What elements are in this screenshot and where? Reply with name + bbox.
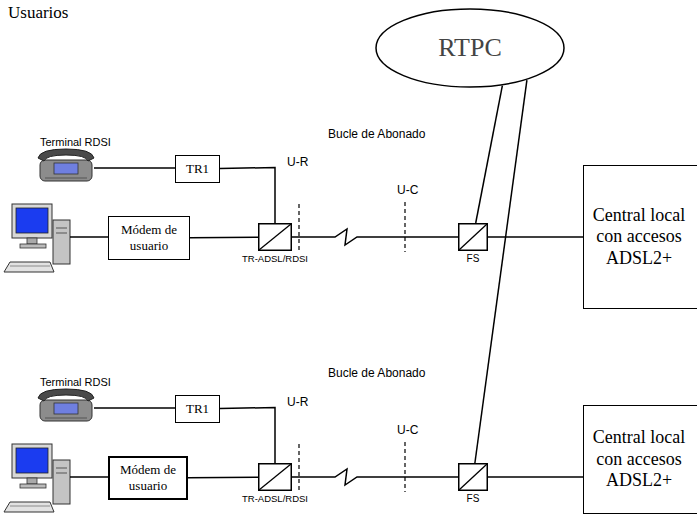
connector	[476, 86, 503, 223]
terminal-label: Terminal RDSI	[40, 376, 111, 388]
connector	[220, 168, 275, 224]
connector	[292, 469, 458, 485]
interface-label: U-R	[287, 395, 308, 409]
process-box: TR1	[175, 155, 220, 183]
phone-icon	[38, 389, 94, 421]
splitter-label: TR-ADSL/RDSI	[242, 493, 308, 504]
splitter-label: TR-ADSL/RDSI	[242, 253, 308, 264]
box-text: RTPC	[438, 32, 501, 63]
splitter-symbol	[258, 463, 292, 491]
process-box: Módem de usuario	[108, 456, 188, 500]
heading: Usuarios	[8, 3, 68, 23]
interface-label: U-R	[287, 155, 308, 169]
box-text: Central local con accesos ADSL2+	[590, 205, 688, 270]
connector	[488, 476, 583, 478]
splitter-symbol	[458, 463, 488, 491]
splitter-symbol	[458, 223, 488, 251]
process-box: Módem de usuario	[108, 216, 190, 260]
box-text: TR1	[186, 161, 209, 177]
splitter-label: FS	[467, 493, 480, 505]
box-text: Módem de usuario	[114, 222, 184, 253]
terminal-label: Terminal RDSI	[40, 136, 111, 148]
splitter-label: FS	[467, 253, 480, 265]
exchange-box: Central local con accesos ADSL2+	[583, 165, 697, 309]
connector	[220, 408, 275, 464]
box-text: Central local con accesos ADSL2+	[590, 427, 688, 492]
connector	[188, 476, 258, 478]
network-ellipse: RTPC	[375, 8, 565, 88]
computer-icon	[4, 204, 70, 272]
connector	[488, 236, 583, 238]
exchange-box: Central local con accesos ADSL2+	[583, 405, 697, 514]
connector	[292, 229, 458, 245]
loop-label: Bucle de Abonado	[328, 366, 425, 380]
splitter-box: FS	[458, 223, 488, 251]
computer-icon	[4, 444, 70, 512]
splitter-box: FS	[458, 463, 488, 491]
connector	[190, 236, 258, 238]
box-text: TR1	[186, 401, 209, 417]
process-box: TR1	[175, 395, 220, 423]
phone-icon	[38, 149, 94, 181]
splitter-box: TR-ADSL/RDSI	[258, 223, 292, 251]
splitter-box: TR-ADSL/RDSI	[258, 463, 292, 491]
splitter-symbol	[258, 223, 292, 251]
loop-label: Bucle de Abonado	[328, 127, 425, 141]
box-text: Módem de usuario	[115, 462, 181, 493]
interface-label: U-C	[397, 183, 418, 197]
connector	[475, 80, 527, 463]
interface-label: U-C	[397, 423, 418, 437]
